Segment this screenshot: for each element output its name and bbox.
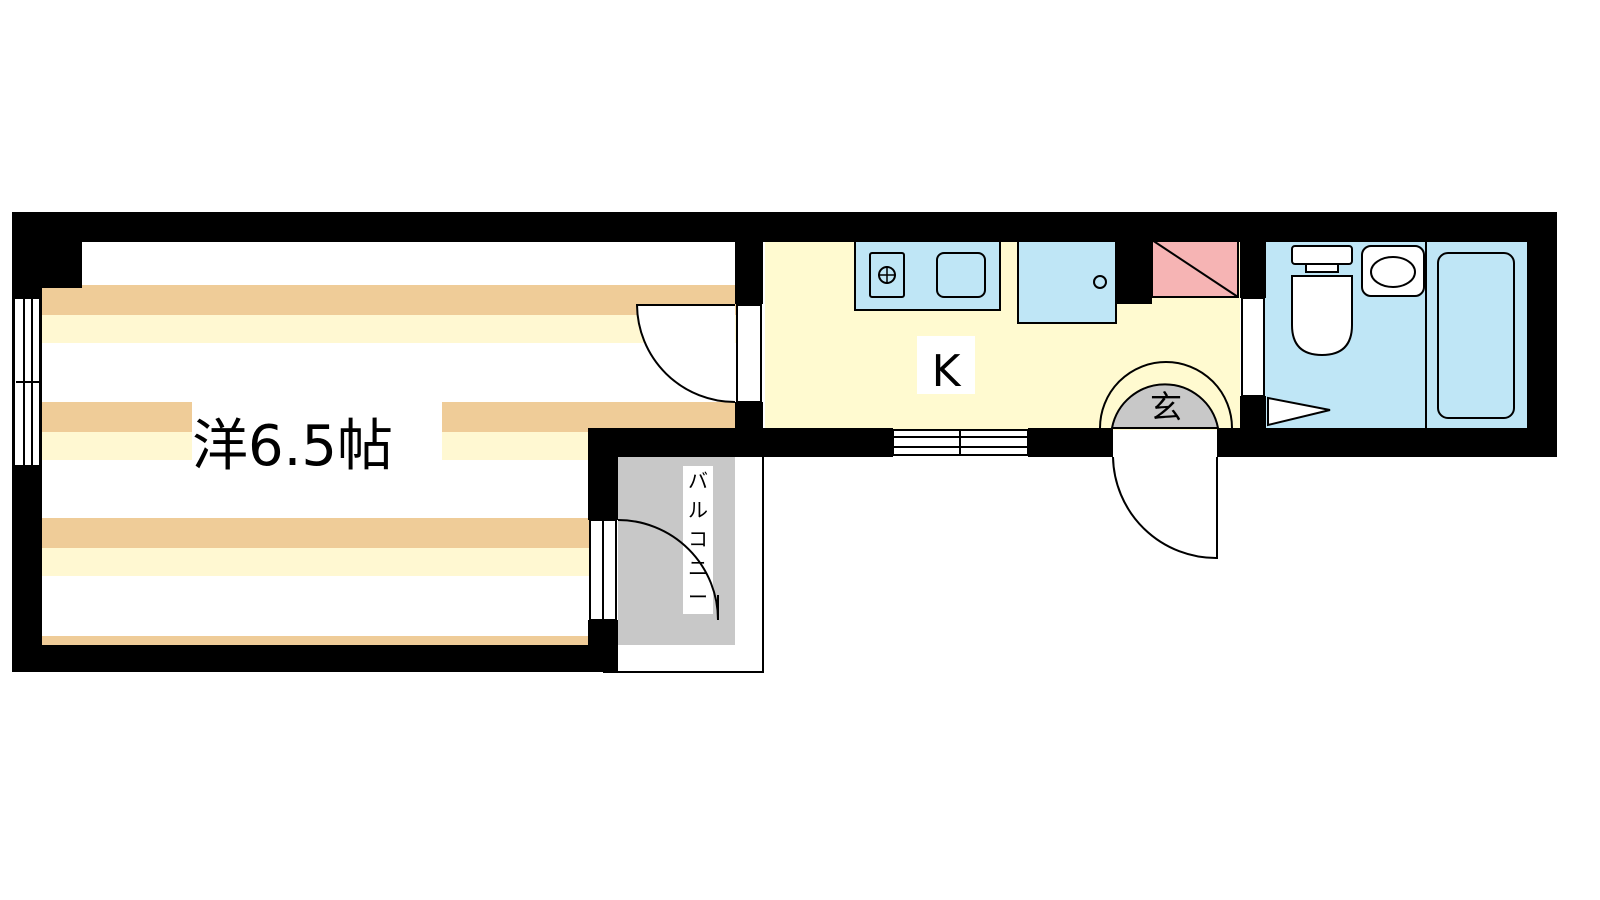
washbasin-icon — [1361, 245, 1425, 297]
fridge-space — [1017, 239, 1117, 324]
balcony-char-4: ニ — [688, 556, 708, 580]
toilet-icon — [1291, 245, 1353, 357]
sink-icon — [936, 252, 986, 298]
shoe-closet — [1151, 239, 1239, 298]
balcony-label: バ ル コ ニ ー — [683, 466, 713, 614]
balcony-char-5: ー — [688, 585, 708, 609]
entrance-door — [1112, 456, 1218, 560]
balcony-char-2: ル — [688, 498, 708, 522]
bathtub-icon — [1437, 252, 1515, 419]
west-window — [13, 297, 41, 467]
balcony-char-3: コ — [688, 527, 708, 551]
western-room-label: 洋6.5帖 — [192, 414, 393, 479]
entrance-label: 玄 — [1150, 388, 1182, 426]
stove-icon — [869, 252, 905, 298]
kitchen-window — [892, 429, 1029, 456]
kitchen-label: K — [932, 346, 962, 397]
bathroom-door — [1241, 297, 1265, 397]
kitchen-counter — [854, 239, 1001, 311]
entrance: 玄 — [1099, 361, 1233, 429]
balcony: バ ル コ ニ ー — [603, 454, 764, 673]
room-door — [635, 304, 762, 403]
balcony-char-1: バ — [688, 469, 708, 493]
balcony-door — [589, 519, 719, 621]
kitchen: K — [765, 239, 1240, 430]
walls — [12, 212, 1557, 672]
bathroom — [1265, 240, 1527, 430]
